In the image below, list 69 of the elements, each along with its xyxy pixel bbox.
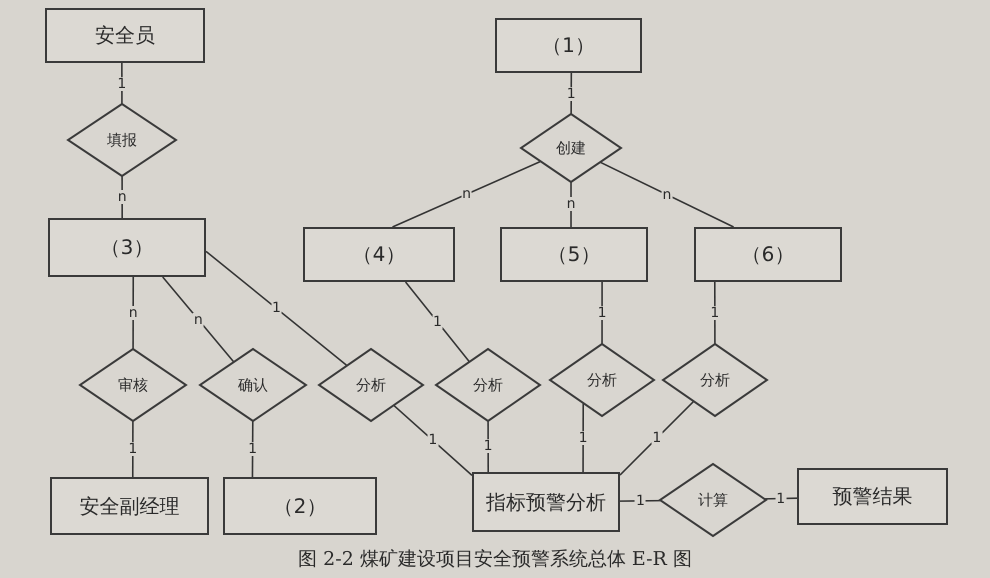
- relationship-diamond: [660, 464, 766, 536]
- relationship-diamond: [521, 114, 621, 182]
- cardinality-label: n: [192, 312, 204, 327]
- cardinality-label: n: [116, 190, 128, 204]
- relationship-name: 计算: [698, 490, 728, 510]
- entity-box: [223, 477, 377, 535]
- connector-line: [404, 282, 470, 362]
- entity-box: [303, 227, 455, 282]
- entity-box: [45, 8, 205, 63]
- relationship-diamond: [80, 349, 186, 421]
- entity-box: [472, 472, 620, 532]
- relationship-diamond: [68, 104, 176, 176]
- entity-name: 指标预警分析: [486, 488, 606, 516]
- connector-line: [764, 497, 798, 500]
- relationship-diamond: [200, 349, 306, 421]
- entity-name: （4）: [352, 241, 406, 268]
- cardinality-label: 1: [116, 76, 128, 91]
- cardinality-label: 1: [651, 431, 662, 446]
- relationship-name: 分析: [700, 370, 730, 390]
- cardinality-label: 1: [127, 442, 138, 456]
- entity-name: 安全员: [95, 22, 155, 49]
- relationship-name: 填报: [107, 130, 137, 150]
- cardinality-label: 1: [709, 306, 720, 320]
- cardinality-label: 1: [427, 433, 438, 448]
- connector-line: [121, 176, 123, 218]
- cardinality-label: 1: [247, 442, 258, 456]
- cardinality-label: 1: [432, 314, 443, 329]
- connector-line: [620, 500, 661, 502]
- connector-line: [600, 161, 734, 228]
- relationship-name: 分析: [356, 376, 386, 394]
- relationship-name: 分析: [473, 376, 503, 394]
- entity-box: [495, 18, 642, 73]
- connector-line: [619, 400, 694, 476]
- connector-line: [392, 160, 542, 228]
- relationship-name: 审核: [118, 376, 148, 394]
- entity-name: 预警结果: [832, 483, 912, 510]
- relationship-name: 创建: [556, 138, 586, 158]
- cardinality-label: n: [128, 306, 139, 320]
- relationship-diamond: [319, 349, 423, 421]
- entity-name: 安全副经理: [80, 492, 180, 520]
- relationship-diamond: [663, 344, 767, 416]
- entity-box: [694, 227, 842, 282]
- entity-name: （5）: [548, 241, 600, 268]
- connector-line: [570, 182, 572, 227]
- cardinality-label: 1: [578, 430, 589, 444]
- cardinality-label: 1: [596, 306, 608, 320]
- entity-name: （6）: [742, 241, 794, 268]
- entity-name: （3）: [100, 234, 154, 261]
- cardinality-label: 1: [775, 492, 786, 506]
- cardinality-label: 1: [635, 494, 646, 508]
- relationship-diamond: [550, 344, 654, 416]
- entity-box: [797, 468, 948, 525]
- entity-box: [500, 227, 648, 282]
- entity-name: （2）: [274, 492, 326, 520]
- entity-name: （1）: [542, 32, 595, 59]
- figure-caption: 图 2-2 煤矿建设项目安全预警系统总体 E-R 图: [298, 548, 692, 570]
- connector-line: [206, 250, 348, 366]
- cardinality-label: 1: [566, 86, 577, 101]
- relationship-name: 确认: [238, 376, 268, 394]
- cardinality-label: 1: [482, 439, 494, 454]
- relationship-name: 分析: [587, 370, 617, 390]
- relationship-diamond: [436, 349, 540, 421]
- connector-line: [393, 404, 473, 476]
- entity-box: [48, 218, 206, 277]
- connector-line: [162, 276, 234, 363]
- cardinality-label: n: [566, 197, 576, 212]
- cardinality-label: 1: [271, 301, 282, 316]
- connector-line: [132, 277, 134, 350]
- entity-box: [50, 477, 209, 535]
